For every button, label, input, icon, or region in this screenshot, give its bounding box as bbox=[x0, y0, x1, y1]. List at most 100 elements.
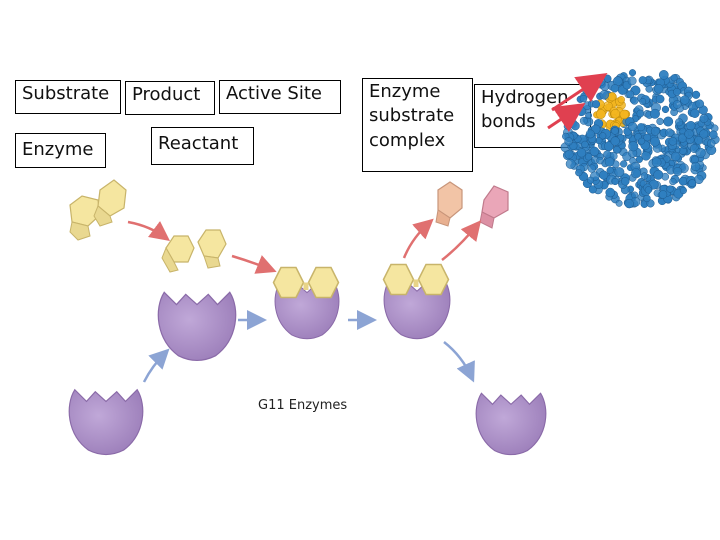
protein-atom bbox=[615, 199, 623, 207]
protein-atom bbox=[670, 74, 678, 82]
protein-atom bbox=[585, 112, 593, 119]
protein-atom bbox=[575, 169, 583, 177]
enzyme-free-left bbox=[68, 389, 144, 456]
protein-atom bbox=[585, 129, 595, 139]
protein-atom bbox=[638, 76, 647, 85]
arrow-release-enzyme bbox=[443, 341, 475, 383]
active-site-atom bbox=[610, 109, 621, 119]
label-enzyme: Enzyme bbox=[15, 133, 106, 168]
protein-atom bbox=[644, 186, 653, 194]
protein-atom bbox=[628, 141, 639, 152]
protein-atom bbox=[650, 136, 660, 147]
active-site-atom bbox=[596, 109, 606, 119]
active-site-atom bbox=[619, 109, 630, 120]
protein-atom bbox=[611, 127, 619, 135]
arrow-substrate-to-enzyme bbox=[127, 220, 171, 241]
protein-atom bbox=[686, 120, 696, 131]
protein-atom bbox=[603, 150, 612, 159]
protein-atom bbox=[695, 99, 705, 109]
protein-atom bbox=[690, 108, 700, 118]
arrow-product-orange bbox=[402, 218, 434, 259]
protein-atom bbox=[564, 149, 574, 159]
protein-atom bbox=[591, 100, 601, 109]
protein-atom bbox=[694, 135, 704, 145]
label-product: Product bbox=[125, 81, 215, 115]
protein-atom bbox=[688, 179, 697, 188]
protein-atom bbox=[570, 121, 580, 131]
protein-atom bbox=[645, 85, 653, 93]
protein-atom bbox=[628, 69, 637, 77]
protein-atom bbox=[653, 84, 664, 94]
label-reactant: Reactant bbox=[151, 127, 254, 165]
protein-atom bbox=[651, 157, 662, 168]
arrow-to-binding bbox=[231, 254, 277, 274]
diagram-caption: G11 Enzymes bbox=[258, 398, 348, 413]
protein-atom bbox=[638, 137, 646, 145]
protein-atom bbox=[673, 88, 681, 96]
protein-atom bbox=[604, 157, 615, 167]
protein-atom bbox=[670, 151, 681, 162]
protein-atom bbox=[691, 161, 701, 172]
protein-atom bbox=[565, 158, 576, 169]
protein-atom bbox=[695, 147, 706, 158]
substrate-molecule bbox=[69, 179, 127, 241]
protein-atom bbox=[668, 137, 678, 146]
protein-atom bbox=[684, 129, 694, 139]
protein-atom bbox=[666, 185, 674, 193]
protein-atom bbox=[576, 148, 587, 158]
active-site-atom bbox=[607, 92, 617, 102]
protein-atom bbox=[636, 109, 645, 118]
protein-atom bbox=[641, 151, 651, 161]
protein-atom bbox=[636, 123, 646, 132]
protein-atom bbox=[699, 129, 709, 139]
protein-atom bbox=[679, 186, 687, 195]
protein-atom bbox=[584, 152, 593, 161]
arrow-product-pink bbox=[441, 220, 482, 261]
enzyme-free-right bbox=[475, 392, 547, 456]
protein-atom bbox=[624, 198, 634, 209]
protein-space-filling-model bbox=[560, 69, 720, 209]
protein-atom bbox=[599, 132, 607, 140]
protein-atom bbox=[639, 98, 647, 105]
enzyme-with-active-site bbox=[157, 291, 237, 362]
protein-atom bbox=[665, 128, 674, 138]
label-substrate: Substrate bbox=[15, 80, 121, 114]
protein-atom bbox=[621, 177, 630, 186]
product-orange bbox=[435, 181, 463, 227]
active-site-atom bbox=[617, 96, 625, 104]
protein-atom bbox=[614, 167, 625, 178]
protein-atom bbox=[605, 187, 615, 198]
arrow-free-enzyme-up bbox=[142, 348, 170, 383]
protein-atom bbox=[650, 108, 660, 119]
protein-atom bbox=[564, 137, 573, 146]
protein-atom bbox=[631, 168, 642, 179]
protein-atom bbox=[669, 177, 677, 186]
protein-atom bbox=[611, 177, 619, 186]
protein-atom bbox=[663, 116, 674, 127]
protein-atom bbox=[596, 156, 604, 165]
protein-atom bbox=[612, 146, 621, 154]
label-enzyme-substrate-complex: Enzyme substrate complex bbox=[362, 78, 473, 172]
protein-atom bbox=[709, 130, 718, 139]
protein-atom bbox=[635, 155, 643, 163]
protein-atom bbox=[673, 167, 683, 176]
protein-atom bbox=[581, 140, 589, 149]
protein-atom bbox=[655, 94, 665, 104]
protein-atom bbox=[672, 100, 682, 109]
protein-atom bbox=[653, 169, 664, 180]
protein-atom bbox=[678, 176, 688, 186]
substrate-approaching bbox=[161, 229, 227, 273]
protein-atom bbox=[650, 126, 660, 136]
protein-atom bbox=[586, 176, 595, 184]
protein-atom bbox=[699, 114, 709, 123]
protein-atom bbox=[694, 174, 704, 185]
protein-atom bbox=[589, 146, 600, 157]
protein-atom bbox=[579, 94, 588, 103]
product-pink bbox=[479, 185, 509, 229]
protein-atom bbox=[587, 164, 597, 173]
protein-atom bbox=[610, 136, 620, 146]
protein-atom bbox=[658, 190, 668, 199]
protein-atom bbox=[606, 166, 614, 174]
protein-atom bbox=[579, 116, 588, 125]
